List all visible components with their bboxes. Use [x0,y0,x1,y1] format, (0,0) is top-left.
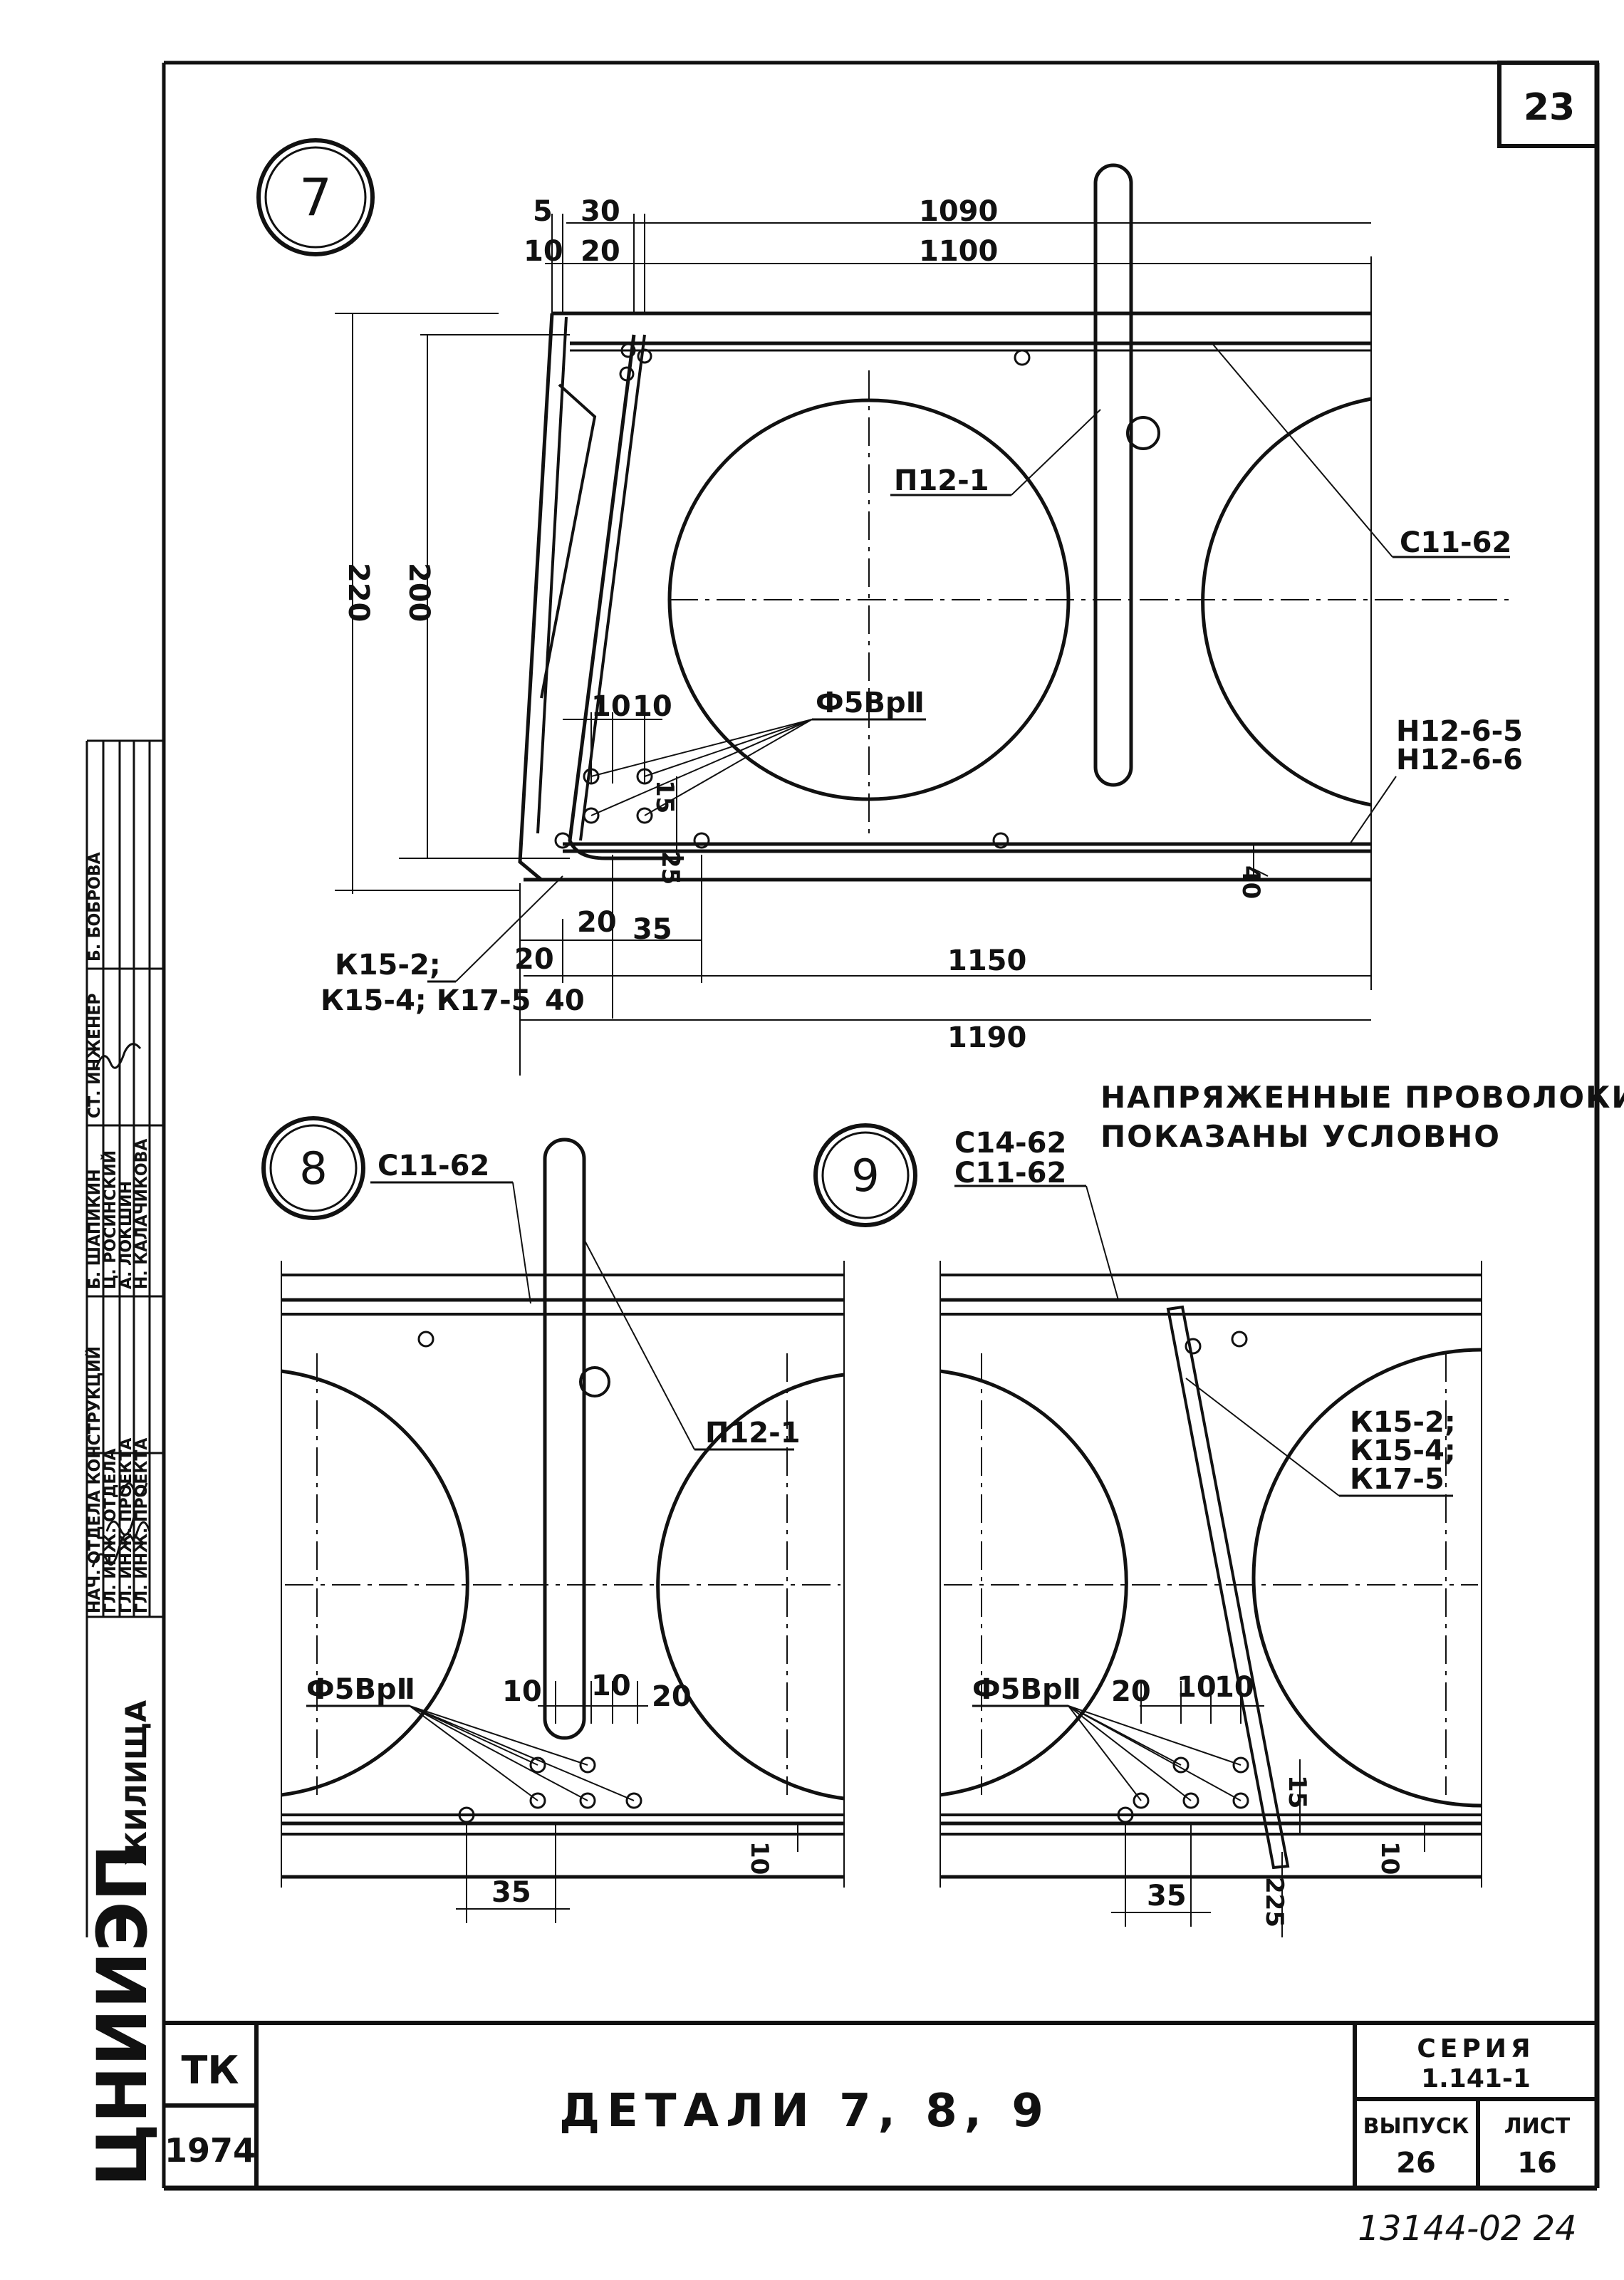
signatures [91,1043,151,1568]
label-k15-2: К15-2; [335,949,441,982]
title-year: 1974 [165,2131,256,2170]
stamp-role-1: НАЧ. ОТДЕЛА КОНСТРУКЦИЙ [85,1346,104,1613]
dim-225-d9: 225 [1260,1877,1289,1927]
detail-9-marker [813,1123,917,1227]
detail-7-marker [256,138,375,256]
dim-10b: 10 [633,690,672,723]
dim-10a-d9: 10 [1177,1671,1217,1704]
dim-1190: 1190 [947,1021,1026,1054]
dim-1100: 1100 [919,235,998,268]
detail-7-dimensions: 5 30 1090 10 20 1100 220 200 10 10 15 25… [342,195,1265,1054]
detail-7-number: 7 [299,167,332,227]
detail-9: 9 [813,1123,1482,1937]
note-line-1: НАПРЯЖЕННЫЕ ПРОВОЛОКИ [1100,1080,1624,1115]
dim-200: 200 [402,563,435,623]
dim-40: 40 [545,984,585,1017]
title-block [164,2021,1597,2188]
dim-35-d8: 35 [491,1876,531,1909]
label-wire-d8: Ф5ВрⅡ [306,1673,415,1706]
detail-9-number: 9 [851,1150,879,1202]
issue-label: ВЫПУСК [1363,2114,1469,2139]
label-c14-62: С14-62 [954,1127,1066,1160]
dim-10b-d8: 10 [591,1670,631,1702]
sheet-value: 16 [1517,2147,1557,2180]
approval-stamp [85,739,164,1937]
stamp-name-1: Б. ШАПИКИН [86,1169,104,1289]
dim-10r-d8: 10 [745,1841,774,1875]
dim-5: 5 [533,195,553,228]
label-k17-5-d9: К17-5 [1350,1463,1445,1496]
label-k15-4-d9: К15-4; [1350,1435,1456,1467]
dim-10a: 10 [591,690,631,723]
label-h12-6-6: Н12-6-6 [1396,744,1523,776]
stamp-name-4: Н. КАЛАЧИКОВА [133,1139,151,1289]
dim-30: 30 [581,195,620,228]
org-name-big: ЦНИИЭП [83,1844,162,2187]
sheet-label: ЛИСТ [1504,2114,1571,2139]
stamp-name-3: А. ЛОКШИН [118,1181,135,1289]
stamp-role-2: ГЛ. ИНЖ. ОТДЕЛА [102,1448,120,1613]
note-line-2: ПОКАЗАНЫ УСЛОВНО [1100,1119,1501,1154]
series-label: СЕРИЯ [1417,2034,1534,2063]
dim-15-d9: 15 [1283,1775,1311,1808]
title-code: ТК [182,2048,239,2093]
dim-10: 10 [524,235,563,268]
label-p12-1-d8: П12-1 [705,1417,801,1449]
footer-number: 13144-02 24 [1358,2209,1576,2249]
dim-10b-d9: 10 [1214,1671,1254,1704]
dim-20: 20 [581,235,620,268]
stamp-role-engineer: СТ. ИНЖЕНЕР [86,993,104,1118]
dim-1090: 1090 [919,195,998,228]
detail-8: 8 [261,1116,845,1923]
detail-8-number: 8 [299,1142,327,1194]
detail-8-marker [261,1116,365,1220]
dim-35-d9: 35 [1147,1880,1187,1912]
dim-25: 25 [656,851,685,885]
dim-20-d9: 20 [1111,1675,1151,1708]
dim-1150: 1150 [947,944,1026,977]
issue-value: 26 [1396,2147,1436,2180]
dim-20b: 20 [577,906,617,939]
dim-15: 15 [650,780,679,813]
label-h12-6-5: Н12-6-5 [1396,715,1523,748]
dim-20c: 20 [514,943,554,976]
dim-220: 220 [342,563,375,623]
label-c11-62-d8: С11-62 [378,1150,489,1182]
org-name-small: ЖИЛИЩА [120,1700,153,1866]
stamp-name-2: Ц. РОСИНСКИЙ [101,1150,120,1289]
dim-20-d8: 20 [652,1680,692,1713]
stamp-roles: НАЧ. ОТДЕЛА КОНСТРУКЦИЙ ГЛ. ИНЖ. ОТДЕЛА … [85,852,151,1613]
dim-40r: 40 [1237,865,1265,899]
label-c11-62: С11-62 [1400,526,1511,559]
label-k15-4: К15-4; К17-5 [321,984,531,1017]
detail-7-labels: П12-1 С11-62 Ф5ВрⅡ Н12-6-5 Н12-6-6 К15-2… [321,464,1523,1017]
drawing-title: ДЕТАЛИ 7, 8, 9 [559,2085,1051,2138]
label-wire: Ф5ВрⅡ [816,687,925,719]
dim-10r-d9: 10 [1375,1841,1404,1875]
sheet-corner-number: 23 [1524,86,1575,129]
dim-10a-d8: 10 [502,1675,542,1708]
stamp-name-engineer: Б. БОБРОВА [86,852,104,962]
label-wire-d9: Ф5ВрⅡ [972,1673,1081,1706]
label-k15-2-d9: К15-2; [1350,1406,1456,1439]
series-value: 1.141-1 [1421,2064,1531,2093]
detail-7: 7 [256,138,1523,1076]
label-c11-62-d9: С11-62 [954,1157,1066,1190]
dim-35: 35 [633,913,672,946]
label-p12-1: П12-1 [894,464,989,497]
